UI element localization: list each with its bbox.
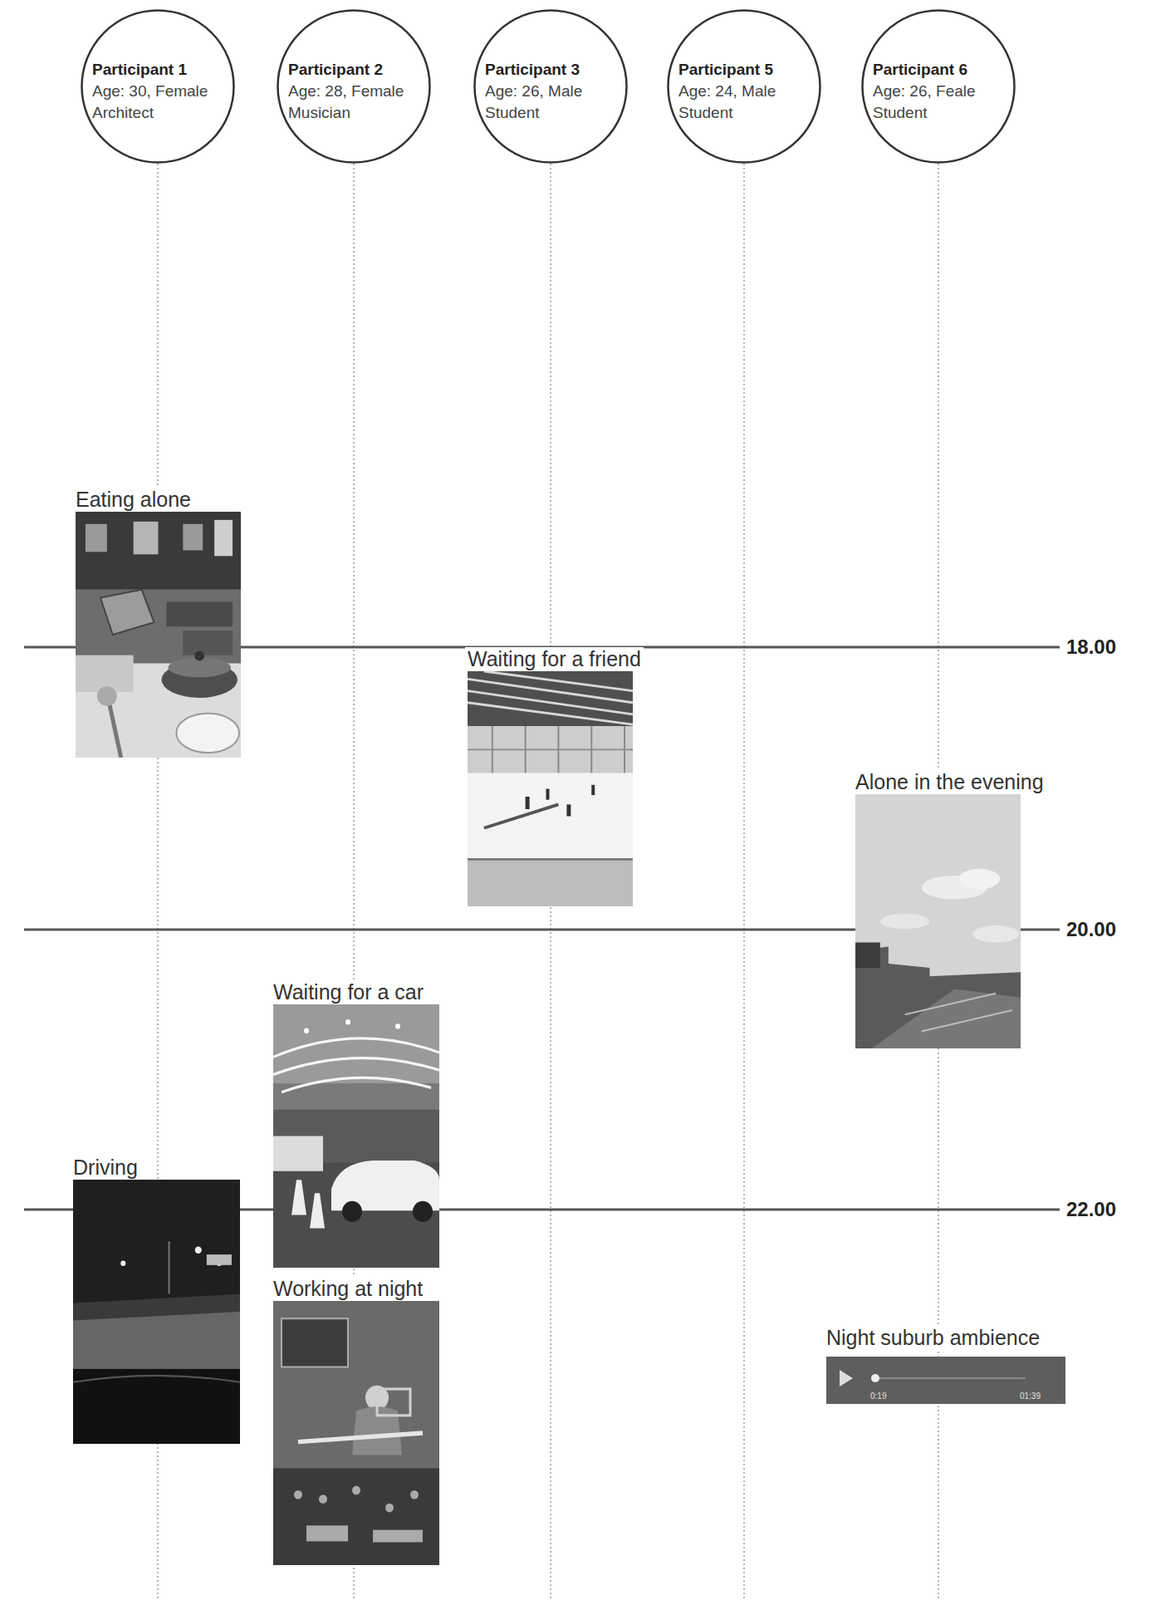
photo-card: Alone in the evening [855,769,1021,1049]
participant-circle: Participant 1Age: 30, FemaleArchitect [80,9,236,164]
participant-name: Participant 5 [678,58,776,81]
participant-text: Participant 6Age: 26, FealeStudent [872,58,976,124]
photo [73,1179,240,1444]
card-title: Night suburb ambience [823,1325,1043,1350]
photo [273,1300,440,1565]
participant-detail: Age: 28, Female [288,80,404,103]
participant-detail: Age: 26, Feale [872,80,976,103]
photo-card: Eating alone [75,487,241,758]
participant-circle: Participant 2Age: 28, FemaleMusician [276,9,432,164]
participant-detail: Architect [92,102,208,124]
participant-detail: Student [872,102,976,124]
card-title: Waiting for a friend [465,646,644,672]
circle-shape [668,10,821,163]
participant-line [743,163,745,1600]
participant-detail: Age: 30, Female [92,80,208,103]
photo-card: Waiting for a car [273,979,440,1268]
participant-text: Participant 5Age: 24, MaleStudent [678,58,776,124]
participant-detail: Musician [288,102,404,124]
card-title: Alone in the evening [852,769,1047,794]
photo-card: Driving [73,1155,240,1444]
participant-text: Participant 3Age: 26, MaleStudent [484,58,583,124]
participant-name: Participant 2 [288,58,404,81]
participant-name: Participant 1 [92,58,208,81]
photo [273,1004,440,1268]
participant-name: Participant 3 [484,58,583,81]
participant-detail: Student [484,102,583,124]
card-title: Waiting for a car [270,979,427,1005]
participant-text: Participant 1Age: 30, FemaleArchitect [92,58,208,124]
photo [855,793,1021,1049]
participant-detail: Age: 24, Male [678,80,776,103]
audio-time: 01:39 [1019,1390,1041,1401]
audio-player: 0:19 01:39 [826,1356,1066,1404]
time-label: 22.00 [1063,1196,1119,1222]
time-label: 20.00 [1063,916,1119,942]
time-label: 18.00 [1063,634,1119,660]
participant-circle: Participant 3Age: 26, MaleStudent [473,9,628,164]
photo-card: Waiting for a friend [467,646,633,907]
participant-text: Participant 2Age: 28, FemaleMusician [288,58,404,124]
participant-circle: Participant 6Age: 26, FealeStudent [861,9,1016,164]
audio-card: Night suburb ambience 0:19 01:39 [826,1325,1066,1404]
audio-time: 0:19 [870,1390,887,1401]
card-title: Driving [70,1155,141,1180]
photo [467,671,633,907]
participant-detail: Age: 26, Male [484,80,583,103]
circle-shape [475,10,627,163]
photo-card: Working at night [273,1276,440,1565]
participant-detail: Student [678,102,776,124]
participant-name: Participant 6 [872,58,976,81]
photo [75,511,241,758]
circle-shape [862,10,1015,163]
circle-shape [278,10,431,163]
circle-shape [82,10,235,163]
participant-circle: Participant 5Age: 24, MaleStudent [666,9,822,164]
card-title: Eating alone [73,487,194,512]
card-title: Working at night [270,1276,426,1301]
